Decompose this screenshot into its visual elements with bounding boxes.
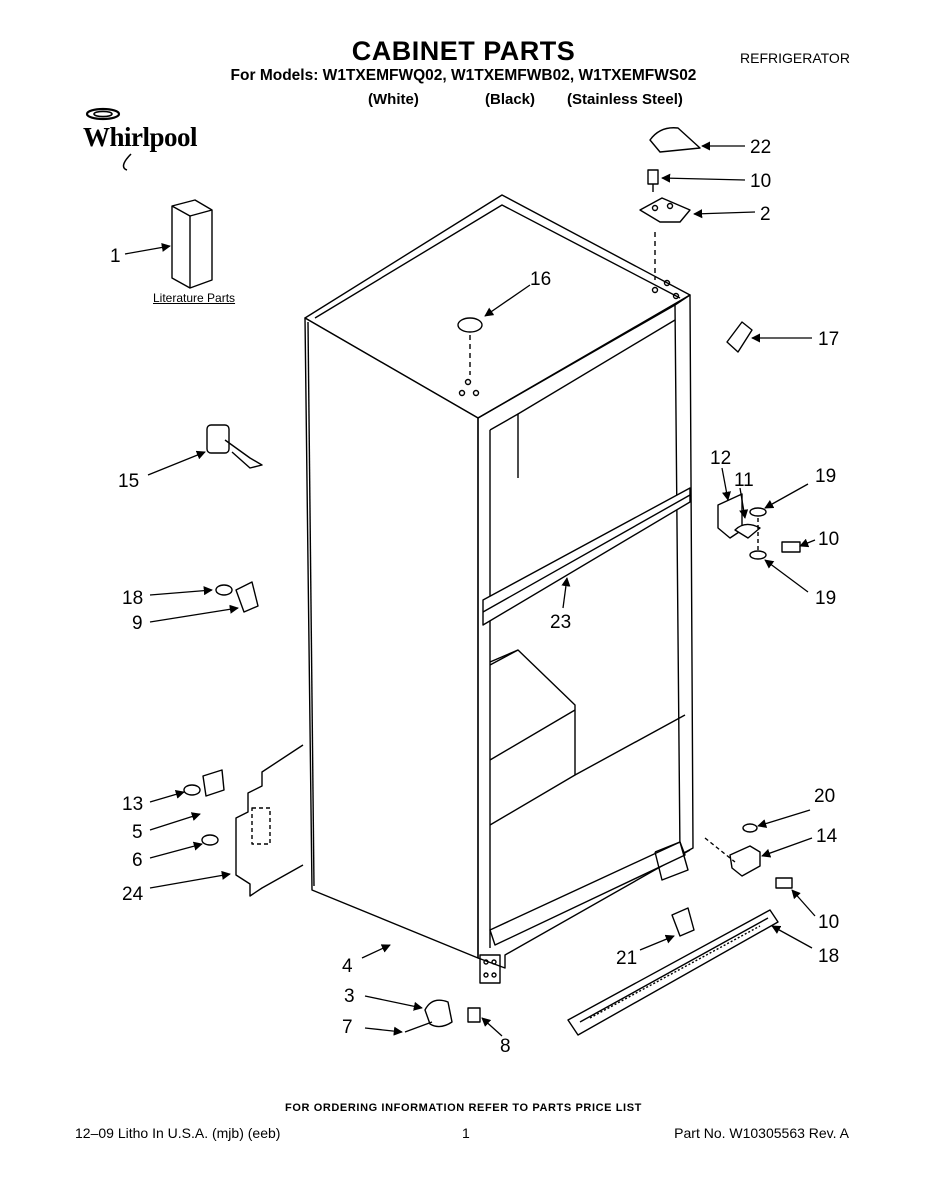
callout-6: 6 [132,850,143,871]
callout-21: 21 [616,948,637,969]
callout-1: 1 [110,246,121,267]
litho-info: 12–09 Litho In U.S.A. (mjb) (eeb) [75,1125,281,1141]
variant-white: (White) [368,91,419,108]
callout-19-upper: 19 [815,466,836,487]
callout-4: 4 [342,956,353,977]
callout-3: 3 [344,986,355,1007]
callout-10-bottom: 10 [818,912,839,933]
callout-20: 20 [814,786,835,807]
callout-7: 7 [342,1017,353,1038]
callout-12: 12 [710,448,731,469]
page-number: 1 [462,1125,470,1141]
callout-17: 17 [818,329,839,350]
callout-19-lower: 19 [815,588,836,609]
callout-14: 14 [816,826,838,847]
literature-parts-label: Literature Parts [153,291,236,305]
callout-15: 15 [118,471,139,492]
callout-10-top: 10 [750,171,771,192]
callout-23: 23 [550,612,571,633]
callout-22: 22 [750,137,771,158]
callout-18-right: 18 [818,946,839,967]
variant-stainless: (Stainless Steel) [567,91,683,108]
brand-name: Whirlpool [83,122,198,152]
callout-16: 16 [530,269,551,290]
callout-9: 9 [132,613,143,634]
whirlpool-logo-icon [85,107,132,171]
callout-24: 24 [122,884,144,905]
callout-8: 8 [500,1036,511,1057]
callout-13: 13 [122,794,143,815]
page-title: CABINET PARTS [351,36,576,66]
callout-2: 2 [760,204,771,225]
variant-black: (Black) [485,91,536,108]
part-number: Part No. W10305563 Rev. A [674,1125,849,1141]
ordering-note: FOR ORDERING INFORMATION REFER TO PARTS … [285,1102,642,1114]
category-label: REFRIGERATOR [740,50,850,66]
callout-18-left: 18 [122,588,143,609]
callout-10-mid: 10 [818,529,839,550]
callout-11: 11 [734,470,754,491]
callout-5: 5 [132,822,143,843]
models-line: For Models: W1TXEMFWQ02, W1TXEMFWB02, W1… [230,67,697,84]
